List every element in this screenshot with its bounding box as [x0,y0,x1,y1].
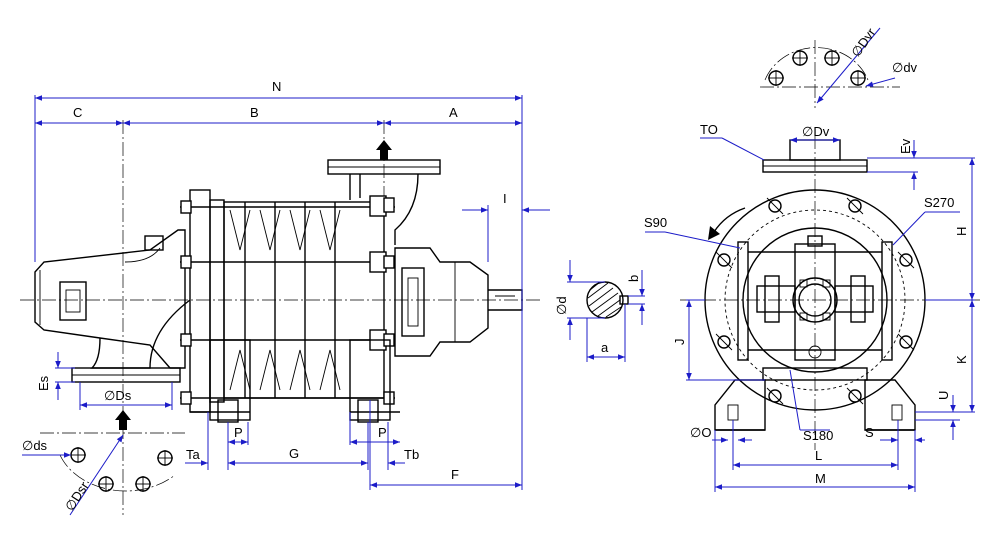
label-k: K [954,355,969,364]
label-n: N [272,79,281,94]
label-suction-bolt-hole: ∅ds [22,438,48,453]
label-i: I [503,191,507,206]
discharge-casing [327,140,441,245]
label-m: M [815,471,826,486]
side-view-dimensions [34,95,550,490]
front-view-dimensions [645,137,975,492]
label-s270: S270 [924,195,954,210]
front-bolts [715,197,915,405]
label-discharge-bolt-hole: ∅dv [892,60,918,75]
label-s: S [865,425,874,440]
label-l: L [815,448,822,463]
label-h: H [954,227,969,236]
label-j: J [672,339,687,346]
label-tb: Tb [404,447,419,462]
front-view [645,27,980,492]
label-b: B [250,105,259,120]
discharge-flange-pattern [760,27,900,108]
label-discharge-bolt-circle: ∅Dvr [848,25,879,60]
label-ev: Ev [898,138,913,154]
label-s180: S180 [803,428,833,443]
label-u: U [936,391,951,400]
label-a: A [449,105,458,120]
shaft-cross-section [567,260,645,362]
label-p-left: P [234,425,243,440]
side-view [20,95,645,516]
label-suction-bolt-circle: ∅Dsr [62,478,92,513]
label-foot-hole: ∅O [690,425,711,440]
suction-flange-pattern [22,425,185,516]
label-discharge-diameter: ∅Dv [802,124,830,139]
suction-casing [34,229,191,430]
label-key-a: a [601,340,609,355]
stage-stack [180,189,400,423]
label-shaft-diameter: ∅d [554,296,569,315]
label-c: C [73,105,82,120]
label-key-b: b [626,275,641,282]
label-p-right: P [378,425,387,440]
bearing-housing [394,247,523,357]
label-ta: Ta [186,447,201,462]
label-suction-diameter: ∅Ds [104,388,132,403]
label-s90: S90 [644,215,667,230]
label-to: TO [700,122,718,137]
label-f: F [451,467,459,482]
label-g: G [289,446,299,461]
label-es: Es [36,375,51,391]
